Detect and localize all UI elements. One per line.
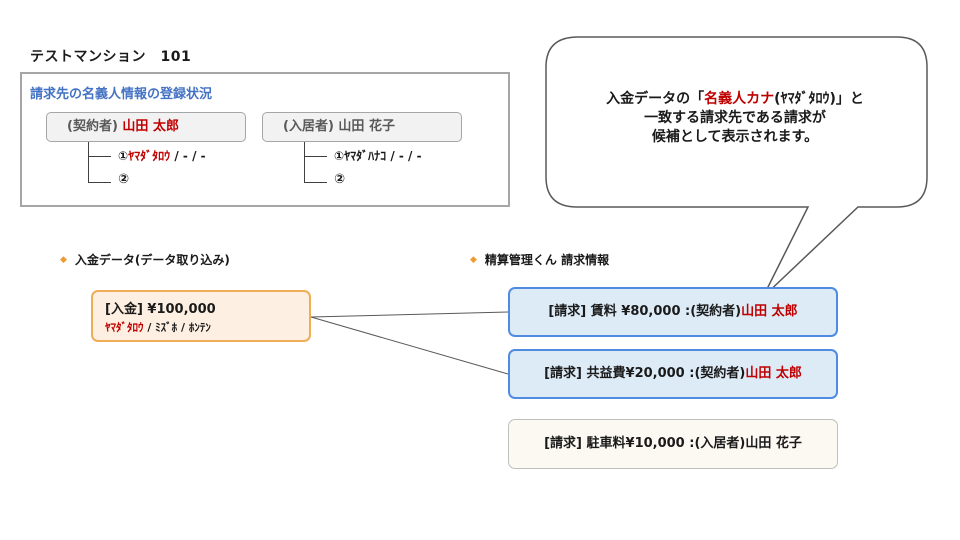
bill-rent-card[interactable]: [請求] 賃料 ¥80,000 :(契約者)山田 太郎 xyxy=(508,287,838,337)
callout-prefix: 入金データの「 xyxy=(606,91,705,107)
resident-name: 山田 花子 xyxy=(338,119,395,134)
resident-kana-row: ①ﾔﾏﾀﾞﾊﾅｺ / - / - xyxy=(334,149,422,163)
deposit-amount: [入金] ¥100,000 xyxy=(105,302,216,317)
contract-holder-box: (契約者) 山田 太郎 xyxy=(46,112,246,142)
callout-highlight: 名義人カナ xyxy=(704,91,775,107)
contract-role: (契約者) xyxy=(67,119,118,134)
callout-text: 入金データの「名義人カナ(ﾔﾏﾀﾞﾀﾛｳ)」と 一致する請求先である請求が 候補… xyxy=(570,90,900,147)
deposit-heading-text: 入金データ(データ取り込み) xyxy=(74,253,230,267)
bill-common-fee-text: [請求] 共益費¥20,000 :(契約者) xyxy=(544,366,746,381)
tree-branch-contract-2 xyxy=(88,142,111,183)
callout-line-3: 候補として表示されます。 xyxy=(651,129,819,145)
callout-bubble xyxy=(545,36,928,298)
bill-rent-text: [請求] 賃料 ¥80,000 :(契約者) xyxy=(548,304,742,319)
contract-kana-row: ①ﾔﾏﾀﾞﾀﾛｳ / - / - xyxy=(118,147,206,164)
contract-kana-mark: ① xyxy=(118,149,129,163)
bill-parking-card[interactable]: [請求] 駐車料¥10,000 :(入居者)山田 花子 xyxy=(508,419,838,469)
deposit-card[interactable]: [入金] ¥100,000 ﾔﾏﾀﾞﾀﾛｳ / ﾐｽﾞﾎ / ﾎﾝﾃﾝ xyxy=(91,290,311,342)
deposit-kana: ﾔﾏﾀﾞﾀﾛｳ xyxy=(105,321,144,334)
bullet-icon: ◆ xyxy=(470,255,477,265)
contract-second-slot: ② xyxy=(118,172,130,187)
deposit-section-heading: ◆ 入金データ(データ取り込み) xyxy=(60,251,230,268)
bill-common-fee-name: 山田 太郎 xyxy=(745,366,802,381)
connector-deposit-to-common-fee xyxy=(310,316,509,375)
bill-rent-name: 山田 太郎 xyxy=(741,304,798,319)
tree-branch-resident-2 xyxy=(304,142,327,183)
bullet-icon: ◆ xyxy=(60,255,67,265)
resident-box: (入居者) 山田 花子 xyxy=(262,112,462,142)
property-title: テストマンション 101 xyxy=(30,49,192,65)
contract-kana-suffix: / - / - xyxy=(170,149,206,163)
connector-deposit-to-rent xyxy=(310,311,509,318)
bill-parking-text: [請求] 駐車料¥10,000 :(入居者)山田 花子 xyxy=(544,436,802,451)
deposit-bank: / ﾐｽﾞﾎ / ﾎﾝﾃﾝ xyxy=(143,321,211,334)
billing-section-heading: ◆ 精算管理くん 請求情報 xyxy=(470,251,609,268)
billing-heading-text: 精算管理くん 請求情報 xyxy=(484,253,610,267)
callout-middle: (ﾔﾏﾀﾞﾀﾛｳ)」と xyxy=(774,91,864,107)
callout-line-1: 入金データの「名義人カナ(ﾔﾏﾀﾞﾀﾛｳ)」と xyxy=(570,90,900,109)
registration-heading: 請求先の名義人情報の登録状況 xyxy=(30,87,213,102)
deposit-account-line: ﾔﾏﾀﾞﾀﾛｳ / ﾐｽﾞﾎ / ﾎﾝﾃﾝ xyxy=(105,319,309,335)
contract-name: 山田 太郎 xyxy=(122,119,179,134)
callout-line-2: 一致する請求先である請求が xyxy=(644,110,826,126)
registration-panel: 請求先の名義人情報の登録状況 (契約者) 山田 太郎 ①ﾔﾏﾀﾞﾀﾛｳ / - … xyxy=(20,72,510,207)
bill-common-fee-card[interactable]: [請求] 共益費¥20,000 :(契約者)山田 太郎 xyxy=(508,349,838,399)
resident-role: (入居者) xyxy=(283,119,334,134)
contract-kana: ﾔﾏﾀﾞﾀﾛｳ xyxy=(128,149,171,163)
resident-second-slot: ② xyxy=(334,172,346,187)
